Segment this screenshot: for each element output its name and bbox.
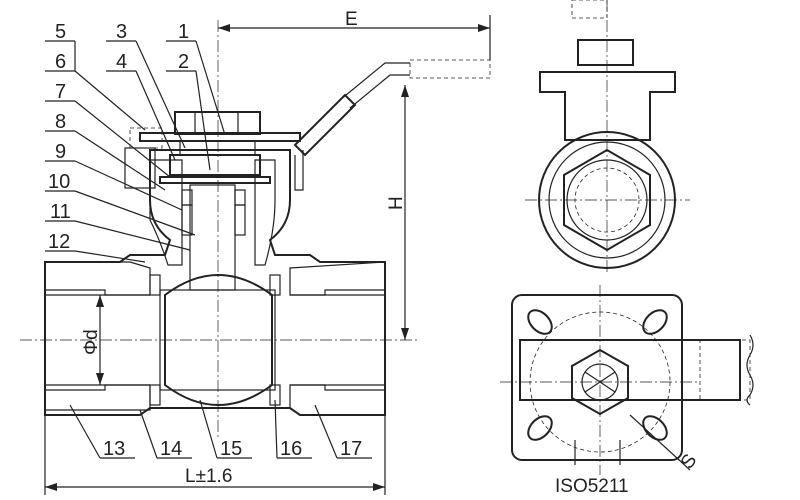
right-body-top <box>289 261 386 296</box>
callout-9: 9 <box>55 141 66 163</box>
callout-17: 17 <box>340 438 362 460</box>
dim-s-line <box>629 414 691 471</box>
seat-left-bottom <box>149 384 161 406</box>
callout-11: 11 <box>50 201 71 223</box>
gland-left <box>181 189 193 206</box>
callout-4: 4 <box>116 51 127 73</box>
seat-right-top <box>269 274 281 296</box>
part-callouts: 1 2 3 4 5 6 7 8 9 10 11 12 13 14 15 16 1… <box>45 21 372 460</box>
callout-2: 2 <box>178 51 189 73</box>
handle-stop-tab <box>294 150 304 191</box>
end-view-hex <box>563 148 651 252</box>
callout-7: 7 <box>55 81 66 103</box>
callout-8: 8 <box>55 111 66 133</box>
lower-nut <box>169 154 261 176</box>
callout-5: 5 <box>55 21 66 43</box>
end-view-nut <box>577 39 634 66</box>
callout-13: 13 <box>103 438 125 460</box>
dim-d-label: Φd <box>81 329 102 355</box>
left-end-cap-top <box>44 261 151 296</box>
valve-body-outline <box>44 149 386 416</box>
end-view <box>525 0 690 275</box>
dim-e-label: E <box>345 9 358 30</box>
stop-washer <box>159 176 271 184</box>
end-view-body-circle <box>538 131 676 269</box>
left-end-cap-bottom <box>44 384 151 411</box>
handle-arm <box>339 62 410 109</box>
callout-16: 16 <box>280 438 302 460</box>
top-view: S ISO5211 <box>500 285 754 497</box>
end-view-top-flange <box>539 71 676 141</box>
disc-springs <box>179 140 256 156</box>
ball-bore <box>159 289 276 391</box>
top-view-handle <box>519 339 741 401</box>
iso5211-label: ISO5211 <box>555 476 629 497</box>
lock-pin-dashed <box>129 127 163 149</box>
dimensions: E H L±1.6 Φd <box>44 9 491 495</box>
seat-left-top <box>149 274 161 296</box>
handle-extension-dashed <box>409 59 491 79</box>
callout-6: 6 <box>55 51 66 73</box>
top-view-stem-hex <box>571 348 629 416</box>
section-view <box>20 20 491 440</box>
dim-l-label: L±1.6 <box>185 466 232 487</box>
right-body-bottom <box>289 384 386 416</box>
handle-grip <box>293 93 357 157</box>
iso-mounting-pad <box>511 294 683 461</box>
callout-1: 1 <box>178 21 189 43</box>
callout-14: 14 <box>160 438 182 460</box>
callout-3: 3 <box>116 21 127 43</box>
top-nut <box>174 111 261 135</box>
stem-packing-right <box>234 204 246 236</box>
callout-10: 10 <box>48 171 70 193</box>
callout-15: 15 <box>220 438 242 460</box>
neck-right-wall <box>254 159 276 266</box>
callout-12: 12 <box>48 231 70 253</box>
gland-right <box>234 189 246 206</box>
dim-h-label: H <box>386 196 407 210</box>
